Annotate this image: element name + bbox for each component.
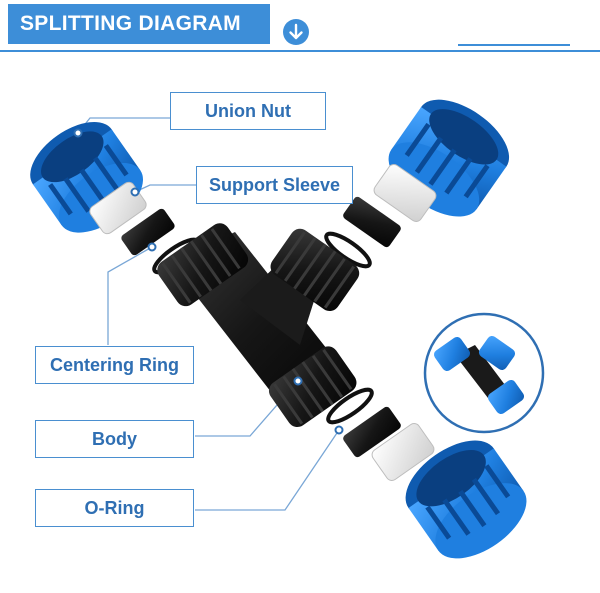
label-o-ring-text: O-Ring [84,497,145,518]
body-marker [293,376,303,386]
centering-ring-bottom [343,406,401,458]
label-support-sleeve-text: Support Sleeve [208,174,341,195]
union-nut-bottom-right [405,440,527,559]
support-sleeve-marker [130,187,140,197]
union-nut-top-left [30,122,143,233]
page-title: SPLITTING DIAGRAM [20,12,241,35]
arrow-down-icon[interactable] [283,19,309,45]
label-centering-ring: Centering Ring [35,346,194,384]
header-divider [0,50,600,52]
tee-body-left-thread [157,223,249,307]
label-union-nut: Union Nut [170,92,326,130]
support-sleeve-right [373,164,437,222]
o-ring-marker [334,425,344,435]
label-support-sleeve: Support Sleeve [196,166,353,204]
tee-body [157,223,360,428]
label-centering-ring-text: Centering Ring [50,354,179,375]
header-banner: SPLITTING DIAGRAM [8,4,270,44]
label-o-ring: O-Ring [35,489,194,527]
label-body-text: Body [92,428,137,449]
centering-ring-right [343,196,401,248]
tee-body-right-thread [270,228,360,312]
header-accent-line [458,44,570,46]
union-nut-top-right [388,99,510,217]
label-union-nut-text: Union Nut [205,100,291,121]
centering-ring-marker [147,242,157,252]
label-body: Body [35,420,194,458]
assembled-tee-inset [423,312,545,434]
support-sleeve-bottom [371,423,435,481]
centering-ring-left [121,208,175,256]
tee-body-bottom-thread [268,346,357,428]
union-nut-marker [73,128,83,138]
